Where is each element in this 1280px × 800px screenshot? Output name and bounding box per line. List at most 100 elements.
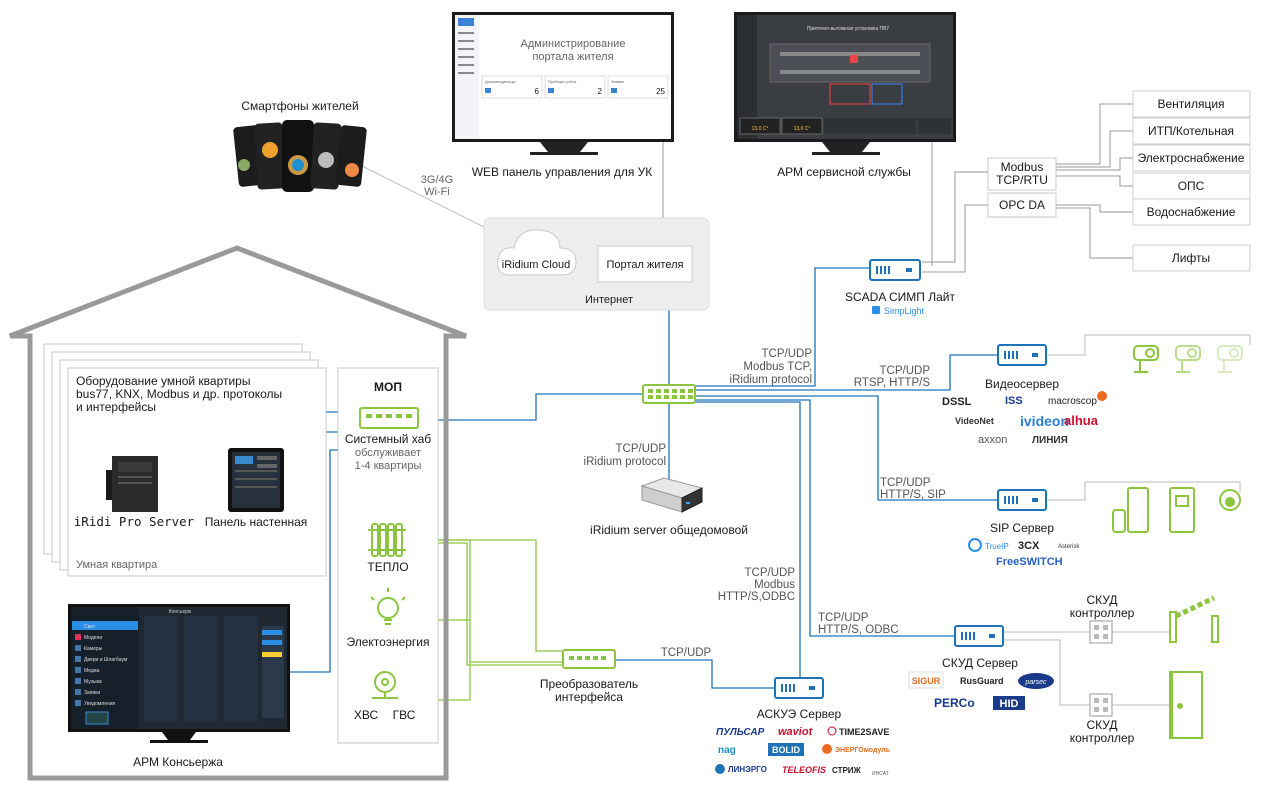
logo-3cx: 3CX	[1018, 540, 1040, 552]
cold-water-label: ХВС	[354, 708, 379, 722]
wire-switch-skud	[695, 399, 955, 637]
askue-server-device	[774, 677, 824, 699]
camera-icons	[1133, 345, 1243, 373]
apartment-title-1: Оборудование умной квартиры	[76, 374, 250, 388]
concierge-menu-item: Двери и Шлагбаум	[84, 657, 128, 663]
radiator-icon	[368, 523, 406, 557]
skud-proto-2: HTTP/S, ODBC	[818, 624, 899, 636]
skud-label: СКУД Сервер	[942, 656, 1018, 670]
intercom-icons	[1112, 487, 1241, 533]
logo-nag: nag	[718, 745, 736, 756]
askue-label: АСКУЭ Сервер	[757, 707, 842, 721]
sip-server-device	[997, 489, 1047, 511]
modbus-label-1: Modbus	[1001, 160, 1044, 174]
system-label: Электроснабжение	[1138, 151, 1245, 165]
web-card-1-name: Домовладельцы	[485, 79, 516, 84]
resident-portal-box	[597, 245, 693, 283]
logo-strizh: СТРИЖ	[832, 766, 862, 775]
water-meter-icon	[372, 671, 398, 699]
wire-switch-sip	[695, 395, 998, 501]
hub-label: Системный хаб	[345, 432, 431, 446]
switch-proto-3: iRidium protocol	[730, 374, 812, 386]
video-group: TCP/UDP RTSP, HTTP/S Видеосервер DSSL IS…	[854, 344, 1243, 446]
cloud-icon	[497, 229, 577, 276]
scada-server-device	[869, 259, 921, 281]
web-card-3-value: 25	[656, 87, 665, 96]
smartphones-group: Смартфоны жителей 3G/4G Wi-Fi	[233, 99, 453, 198]
system-box	[1132, 90, 1251, 118]
house-server-device	[640, 477, 704, 513]
house-server-label: iRidium server общедомовой	[590, 523, 748, 537]
opc-label: OPC DA	[999, 198, 1045, 212]
scada-brand: SimpLight	[884, 306, 925, 316]
wire-switch-askue	[695, 401, 801, 678]
dome-camera-icon	[1219, 489, 1241, 511]
handset-icon	[1112, 509, 1126, 533]
wire-converter-askue	[616, 659, 775, 689]
service-arm-label: АРМ сервисной службы	[777, 165, 911, 179]
power-label: Электоэнергия	[347, 635, 430, 649]
sip-vendor-logos: TrueIP 3CX Asterisk FreeSWITCH	[968, 538, 1080, 568]
internet-label: Интернет	[585, 294, 633, 306]
hub-note-2: 1-4 квартиры	[355, 460, 422, 472]
wall-panel-label: Панель настенная	[205, 515, 308, 529]
wall-panel-device	[228, 448, 284, 512]
converter-label-1: Преобразователь	[540, 677, 638, 691]
switch-proto-1: TCP/UDP	[762, 348, 813, 360]
lightbulb-icon	[370, 588, 406, 625]
barrier-icon	[1169, 595, 1219, 643]
logo-asterisk: Asterisk	[1058, 544, 1080, 550]
linergo-mark-icon	[715, 764, 725, 774]
energomodul-mark-icon	[822, 744, 832, 754]
apartment-caption: Умная квартира	[76, 559, 158, 571]
concierge-screen-title: Консьерж	[169, 609, 192, 615]
skud-controller-1b: контроллер	[1070, 606, 1135, 620]
web-panel-screen-title-2: портала жителя	[532, 51, 613, 63]
skud-controller-2b: контроллер	[1070, 731, 1135, 745]
sip-group: TCP/UDP HTTP/S, SIP SIP Сервер TrueIP 3C…	[880, 477, 1241, 568]
web-card-1-value: 6	[535, 87, 540, 96]
server-proto-2: iRidium protocol	[584, 456, 666, 468]
system-box	[1132, 198, 1251, 226]
logo-hid: HID	[1000, 698, 1019, 710]
system-label: Водоснабжение	[1147, 205, 1236, 219]
skud-server-device	[954, 625, 1004, 647]
system-box	[1132, 117, 1251, 145]
trueip-mark-icon	[968, 538, 982, 552]
concierge-monitor: Консьерж Свет Модели Камеры Двери и Шлаг…	[68, 604, 290, 743]
concierge-menu-item: Музыка	[84, 679, 102, 685]
core-network: TCP/UDP Modbus TCP, iRidium protocol TCP…	[540, 348, 812, 704]
logo-rusguard: RusGuard	[960, 676, 1004, 686]
server-proto-1: TCP/UDP	[616, 443, 667, 455]
concierge-label: АРМ Консьержа	[133, 755, 223, 769]
cloud-label: iRidium Cloud	[502, 259, 570, 271]
skud-group: TCP/UDP HTTP/S, ODBC СКУД Сервер SIGUR R…	[818, 593, 1219, 745]
heat-label: ТЕПЛО	[367, 560, 408, 574]
wire-opc-lift	[1056, 207, 1133, 259]
web-card-3-name: Заявки	[611, 79, 624, 84]
phones-image	[233, 120, 367, 192]
logo-macroscop: macroscop	[1048, 396, 1097, 407]
web-panel-monitor: Администрирование портала жителя Домовла…	[452, 12, 674, 179]
askue-proto-1: TCP/UDP	[745, 567, 796, 579]
wire-switch-hub	[420, 393, 643, 421]
wire-sip-devices	[1046, 481, 1241, 501]
converter-label-2: интерфейса	[555, 690, 623, 704]
camera-icon	[1175, 345, 1201, 373]
door-icon	[1169, 671, 1203, 739]
askue-proto-2: Modbus	[754, 579, 795, 591]
converter-proto: TCP/UDP	[661, 647, 712, 659]
logo-insat: ИНСАТ	[872, 771, 889, 777]
askue-group: TCP/UDP Modbus HTTP/S,ODBC АСКУЭ Сервер …	[715, 567, 891, 777]
service-arm-monitor: Приточно-вытяжная установка ПВ7 13,0 С° …	[734, 12, 956, 179]
skud-proto-1: TCP/UDP	[818, 612, 869, 624]
modbus-box	[987, 157, 1057, 191]
hub-note-1: обслуживает	[355, 447, 421, 459]
skud-controller-1a: СКУД	[1086, 593, 1117, 607]
logo-dssl: DSSL	[942, 396, 972, 408]
pro-server-label: iRidi Pro Server	[74, 514, 195, 529]
phones-link-label-1: 3G/4G	[421, 174, 453, 186]
logo-teleofis: TELEOFIS	[782, 765, 826, 775]
converter-device	[562, 649, 616, 669]
video-vendor-logos: DSSL ISS macroscop VideoNet ivideon alhu…	[942, 391, 1107, 446]
